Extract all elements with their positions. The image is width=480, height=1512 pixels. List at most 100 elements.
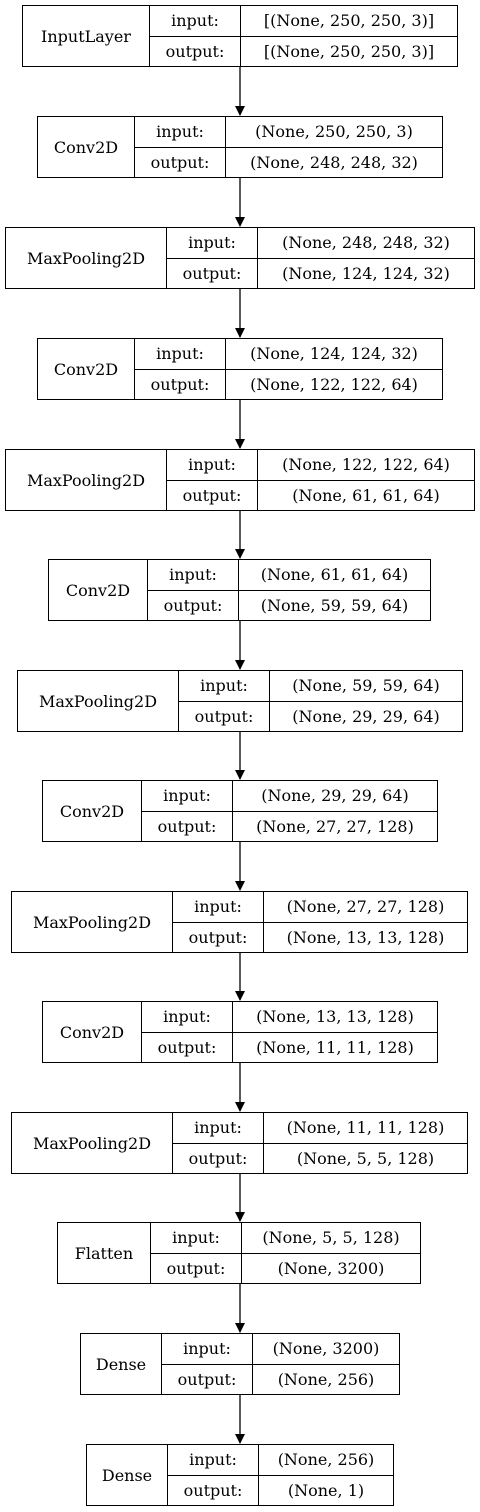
layer-node: Dense input: output: (None, 3200) (None, 256… <box>80 1333 400 1395</box>
output-shape: (None, 29, 29, 64) <box>270 700 462 732</box>
io-labels: input:output: <box>168 1445 259 1505</box>
output-label: output: <box>179 700 269 732</box>
output-shape: (None, 122, 122, 64) <box>226 368 442 400</box>
output-label: output: <box>135 368 225 400</box>
io-values: (None, 59, 59, 64) (None, 29, 29, 64) <box>270 671 462 731</box>
output-shape: (None, 3200) <box>242 1252 420 1284</box>
input-label: input: <box>194 1118 242 1138</box>
io-labels: input: output: <box>167 228 258 288</box>
output-shape: (None, 11, 11, 128) <box>233 1031 437 1063</box>
layer-name: Conv2D <box>43 781 142 841</box>
layer-name: Dense <box>81 1334 162 1394</box>
input-shape: (None, 5, 5, 128) <box>262 1228 400 1248</box>
layer-name: Conv2D <box>38 339 135 399</box>
io-values: (None, 256) (None, 1) <box>259 1445 393 1505</box>
input-shape: (None, 250, 250, 3) <box>255 122 413 142</box>
output-shape: (None, 13, 13, 128) <box>264 921 467 953</box>
io-values: [(None, 250, 250, 3)][(None, 250, 250, 3… <box>241 6 457 66</box>
input-shape: (None, 11, 11, 128) <box>286 1118 445 1138</box>
input-label: input: <box>172 1228 220 1248</box>
input-label: input: <box>189 1450 237 1470</box>
input-label: input: <box>156 344 204 364</box>
input-label: input: <box>188 233 236 253</box>
input-shape: (None, 3200) <box>272 1339 380 1359</box>
io-values: (None, 29, 29, 64) (None, 27, 27, 128) <box>233 781 437 841</box>
output-shape: (None, 27, 27, 128) <box>233 810 437 842</box>
input-label: input: <box>163 786 211 806</box>
layer-name: MaxPooling2D <box>12 1113 173 1173</box>
output-shape: (None, 124, 124, 32) <box>258 257 474 289</box>
output-label: output: <box>142 810 232 842</box>
output-shape: (None, 5, 5, 128) <box>264 1142 467 1174</box>
output-label: output: <box>167 479 257 511</box>
layer-name: Conv2D <box>49 560 148 620</box>
output-shape: (None, 248, 248, 32) <box>226 146 442 178</box>
io-values: (None, 3200) (None, 256) <box>253 1334 399 1394</box>
layer-node: Conv2D input: output: (None, 61, 61, 64) (No… <box>48 559 431 621</box>
layer-node: Conv2D input: output:(None, 124, 124, 32)(… <box>37 338 443 400</box>
output-shape: (None, 61, 61, 64) <box>258 479 474 511</box>
io-values: (None, 27, 27, 128) (None, 13, 13, 128) <box>264 892 467 952</box>
io-labels: input: output: <box>173 892 264 952</box>
layer-name: MaxPooling2D <box>12 892 173 952</box>
output-label: output: <box>173 921 263 953</box>
io-values: (None, 124, 124, 32)(None, 122, 122, 64) <box>226 339 442 399</box>
output-label: output: <box>151 1252 241 1284</box>
io-labels: input: output: <box>142 1002 233 1062</box>
output-label: output: <box>142 1031 232 1063</box>
output-label: output: <box>167 257 257 289</box>
io-labels: input: output: <box>135 339 226 399</box>
input-shape: (None, 61, 61, 64) <box>260 565 409 585</box>
io-labels: input: output: <box>167 450 258 510</box>
input-label: input: <box>156 122 204 142</box>
io-values: (None, 122, 122, 64) (None, 61, 61, 64) <box>258 450 474 510</box>
layer-name: Flatten <box>58 1223 151 1283</box>
io-values: (None, 250, 250, 3) (None, 248, 248, 32) <box>226 117 442 177</box>
input-shape: (None, 122, 122, 64) <box>282 455 450 475</box>
input-shape: (None, 256) <box>277 1450 375 1470</box>
output-shape: (None, 1) <box>259 1474 393 1506</box>
input-label: input: <box>188 455 236 475</box>
io-labels: input: output: <box>162 1334 253 1394</box>
input-shape: (None, 27, 27, 128) <box>286 897 445 917</box>
layer-name: Conv2D <box>38 117 135 177</box>
output-label: output: <box>162 1363 252 1395</box>
input-label: input: <box>200 676 248 696</box>
input-label: input: <box>163 1007 211 1027</box>
io-values: (None, 248, 248, 32) (None, 124, 124, 32) <box>258 228 474 288</box>
input-label: input: <box>169 565 217 585</box>
input-shape: (None, 29, 29, 64) <box>261 786 409 806</box>
input-label: input: <box>171 11 219 31</box>
output-shape: (None, 59, 59, 64) <box>239 589 430 621</box>
io-values: (None, 11, 11, 128) (None, 5, 5, 128) <box>264 1113 467 1173</box>
io-labels: input: output: <box>148 560 239 620</box>
input-shape: (None, 13, 13, 128) <box>256 1007 414 1027</box>
io-labels: input:output: <box>173 1113 264 1173</box>
output-shape: [(None, 250, 250, 3)] <box>241 35 457 67</box>
layer-name: InputLayer <box>23 6 150 66</box>
output-shape: (None, 256) <box>253 1363 399 1395</box>
output-label: output: <box>150 35 240 67</box>
io-values: (None, 13, 13, 128) (None, 11, 11, 128) <box>233 1002 437 1062</box>
io-labels: input: output: <box>150 6 241 66</box>
io-labels: input: output: <box>142 781 233 841</box>
output-label: output: <box>148 589 238 621</box>
input-label: input: <box>183 1339 231 1359</box>
io-labels: input: output: <box>179 671 270 731</box>
input-shape: (None, 59, 59, 64) <box>292 676 440 696</box>
layer-name: MaxPooling2D <box>18 671 179 731</box>
layer-name: Dense <box>87 1445 168 1505</box>
input-label: input: <box>194 897 242 917</box>
input-shape: (None, 248, 248, 32) <box>282 233 450 253</box>
io-values: (None, 5, 5, 128) (None, 3200) <box>242 1223 420 1283</box>
layer-name: MaxPooling2D <box>6 450 167 510</box>
